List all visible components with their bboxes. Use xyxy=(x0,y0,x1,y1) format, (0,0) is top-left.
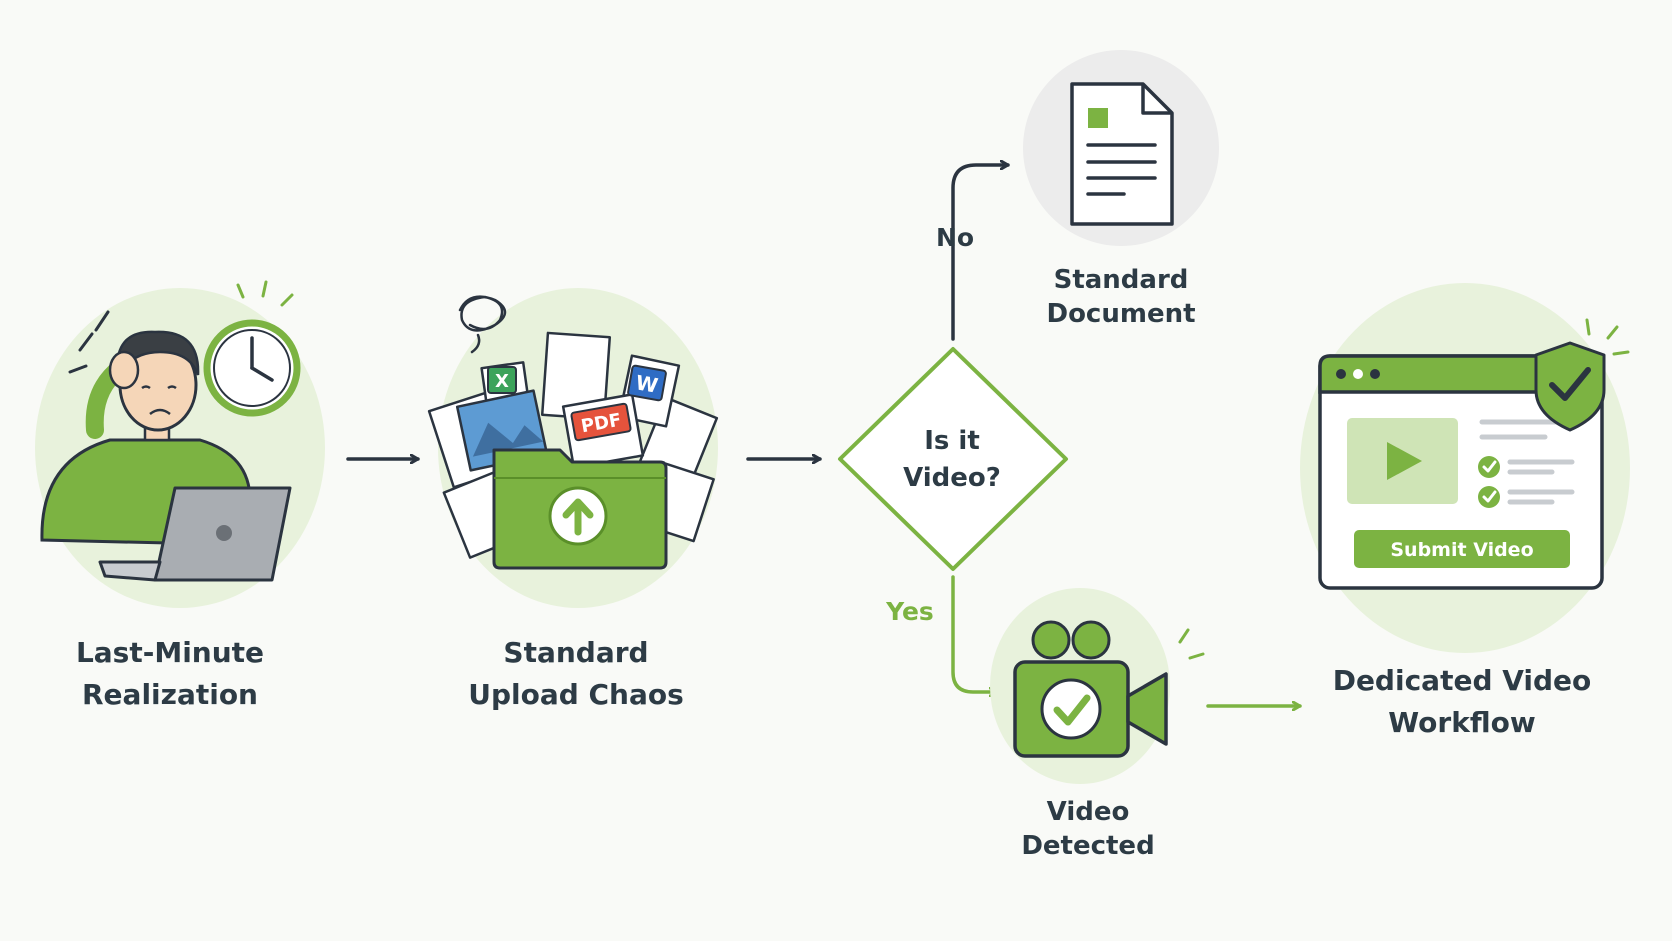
word-file-icon: W xyxy=(627,364,667,402)
shield-check-icon xyxy=(1534,318,1630,432)
stress-marks-icon xyxy=(68,310,110,374)
word-badge-text: W xyxy=(634,370,660,397)
label-line: Video xyxy=(1047,797,1130,827)
label-line: Last-Minute xyxy=(76,636,264,669)
arrow-yes-branch xyxy=(951,575,999,692)
label-last-minute: Last-Minute Realization xyxy=(76,636,264,711)
clock-icon xyxy=(203,280,301,417)
video-camera-icon xyxy=(1013,620,1205,758)
label-line: Realization xyxy=(82,678,258,711)
arrow-no-branch xyxy=(951,165,1010,341)
node-standard-doc xyxy=(1023,50,1219,246)
scribble-icon xyxy=(458,295,507,354)
label-video-workflow: Dedicated Video Workflow xyxy=(1333,664,1592,739)
folder-upload-icon xyxy=(492,448,668,570)
label-line: Detected xyxy=(1021,831,1154,861)
node-last-minute xyxy=(35,280,325,608)
label-line: Upload Chaos xyxy=(468,678,684,711)
node-video-workflow: Submit Video xyxy=(1300,283,1630,653)
node-video-detected xyxy=(990,588,1205,784)
label-line: Dedicated Video xyxy=(1333,664,1592,697)
checkmark-icon xyxy=(1053,694,1091,726)
play-icon xyxy=(1387,442,1422,480)
label-line: Document xyxy=(1046,299,1195,329)
document-icon xyxy=(1070,82,1174,226)
submit-video-button[interactable]: Submit Video xyxy=(1354,530,1570,568)
laptop-icon xyxy=(98,486,292,582)
label-video-detected: Video Detected xyxy=(1021,797,1154,861)
label-line: Standard xyxy=(1054,265,1189,295)
node-upload-chaos: X W PDF xyxy=(427,288,719,608)
label-line: Standard xyxy=(503,636,648,669)
label-decision: Is it Video? xyxy=(903,426,1001,493)
submit-video-label: Submit Video xyxy=(1390,539,1533,561)
branch-label-no: No xyxy=(936,223,974,252)
node-decision xyxy=(838,347,1068,571)
excel-file-icon: X xyxy=(487,366,517,394)
label-line: Workflow xyxy=(1388,706,1535,739)
decision-diamond xyxy=(838,347,1068,571)
label-line: Video? xyxy=(903,463,1001,493)
branch-label-yes: Yes xyxy=(885,597,934,626)
label-standard-doc: Standard Document xyxy=(1046,265,1195,329)
label-line: Is it xyxy=(924,426,980,456)
pdf-file-icon: PDF xyxy=(570,402,632,442)
label-upload-chaos: Standard Upload Chaos xyxy=(468,636,684,711)
excel-badge-text: X xyxy=(495,371,509,392)
